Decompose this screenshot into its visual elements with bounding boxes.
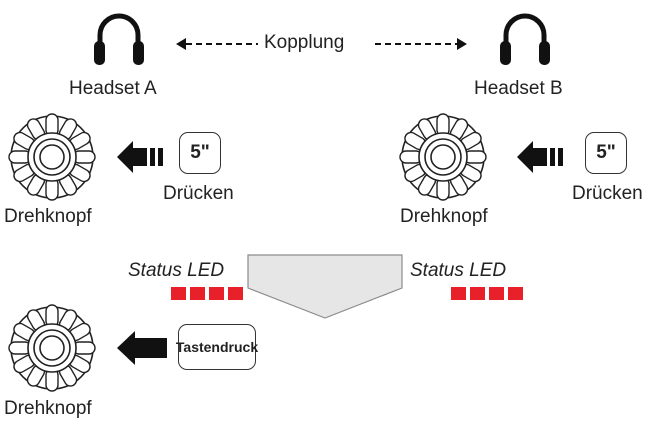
headset-b-label: Headset B bbox=[474, 78, 563, 99]
headset-a-icon bbox=[94, 16, 144, 65]
jog-dial-icon bbox=[399, 113, 487, 201]
push-arrow-icon bbox=[117, 141, 163, 173]
headset-a-label: Headset A bbox=[69, 78, 157, 99]
led-segment bbox=[209, 287, 224, 300]
jog-dial-icon bbox=[8, 304, 96, 392]
pairing-label: Kopplung bbox=[262, 32, 347, 54]
led-segment bbox=[451, 287, 466, 300]
led-segment bbox=[470, 287, 485, 300]
led-segment bbox=[508, 287, 523, 300]
press-label: Drücken bbox=[163, 183, 234, 204]
down-arrow-icon bbox=[247, 254, 403, 319]
status-led-indicator-left bbox=[171, 287, 243, 300]
push-arrow-icon bbox=[117, 331, 167, 365]
knob-label: Drehknopf bbox=[400, 206, 488, 227]
hold-5s-button[interactable]: 5" bbox=[585, 132, 627, 174]
led-segment bbox=[190, 287, 205, 300]
hold-5s-button[interactable]: 5" bbox=[179, 132, 221, 174]
jog-dial-icon bbox=[8, 113, 96, 201]
status-led-label-left: Status LED bbox=[128, 260, 225, 281]
press-label: Drücken bbox=[572, 183, 643, 204]
headset-b-icon bbox=[500, 16, 550, 65]
double-arrow-icon bbox=[176, 38, 467, 50]
led-segment bbox=[171, 287, 186, 300]
knob-label: Drehknopf bbox=[4, 398, 92, 419]
status-led-label-right: Status LED bbox=[410, 260, 507, 281]
led-segment bbox=[489, 287, 504, 300]
key-press-button[interactable]: Tastendruck bbox=[176, 324, 258, 370]
led-segment bbox=[228, 287, 243, 300]
push-arrow-icon bbox=[517, 141, 563, 173]
knob-label: Drehknopf bbox=[4, 206, 92, 227]
status-led-indicator-right bbox=[451, 287, 523, 300]
